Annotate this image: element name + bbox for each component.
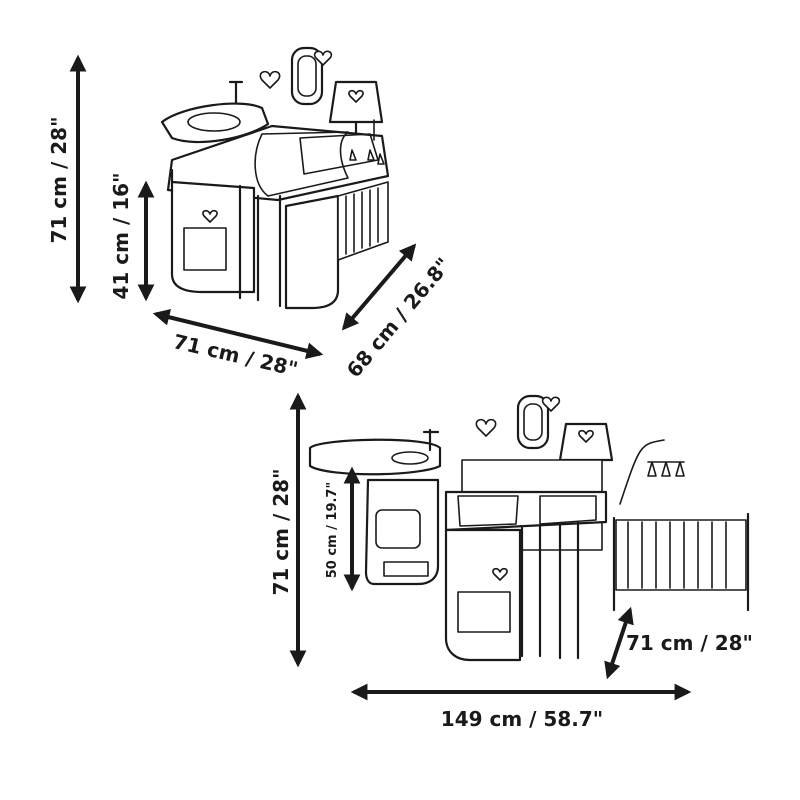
arrow-bottom-depth — [604, 606, 634, 680]
label-top-depth: 68 cm / 26.8" — [342, 253, 456, 382]
label-bottom-width: 149 cm / 58.7" — [441, 707, 603, 731]
label-top-height-total: 71 cm / 28" — [47, 117, 71, 244]
label-bottom-height-total: 71 cm / 28" — [269, 469, 293, 596]
label-top-width: 71 cm / 28" — [171, 329, 300, 381]
dimension-labels: 71 cm / 28" 41 cm / 16" 71 cm / 28" 68 c… — [47, 117, 753, 731]
unfolded-playset-drawing — [308, 394, 750, 662]
label-bottom-height-inner: 50 cm / 19.7" — [325, 482, 340, 579]
label-bottom-depth: 71 cm / 28" — [626, 631, 753, 655]
dimension-arrows — [69, 54, 692, 701]
arrow-top-depth — [341, 243, 417, 331]
folded-playset-drawing — [160, 46, 390, 310]
arrow-top-width — [152, 309, 324, 359]
label-top-height-inner: 41 cm / 16" — [109, 173, 133, 300]
